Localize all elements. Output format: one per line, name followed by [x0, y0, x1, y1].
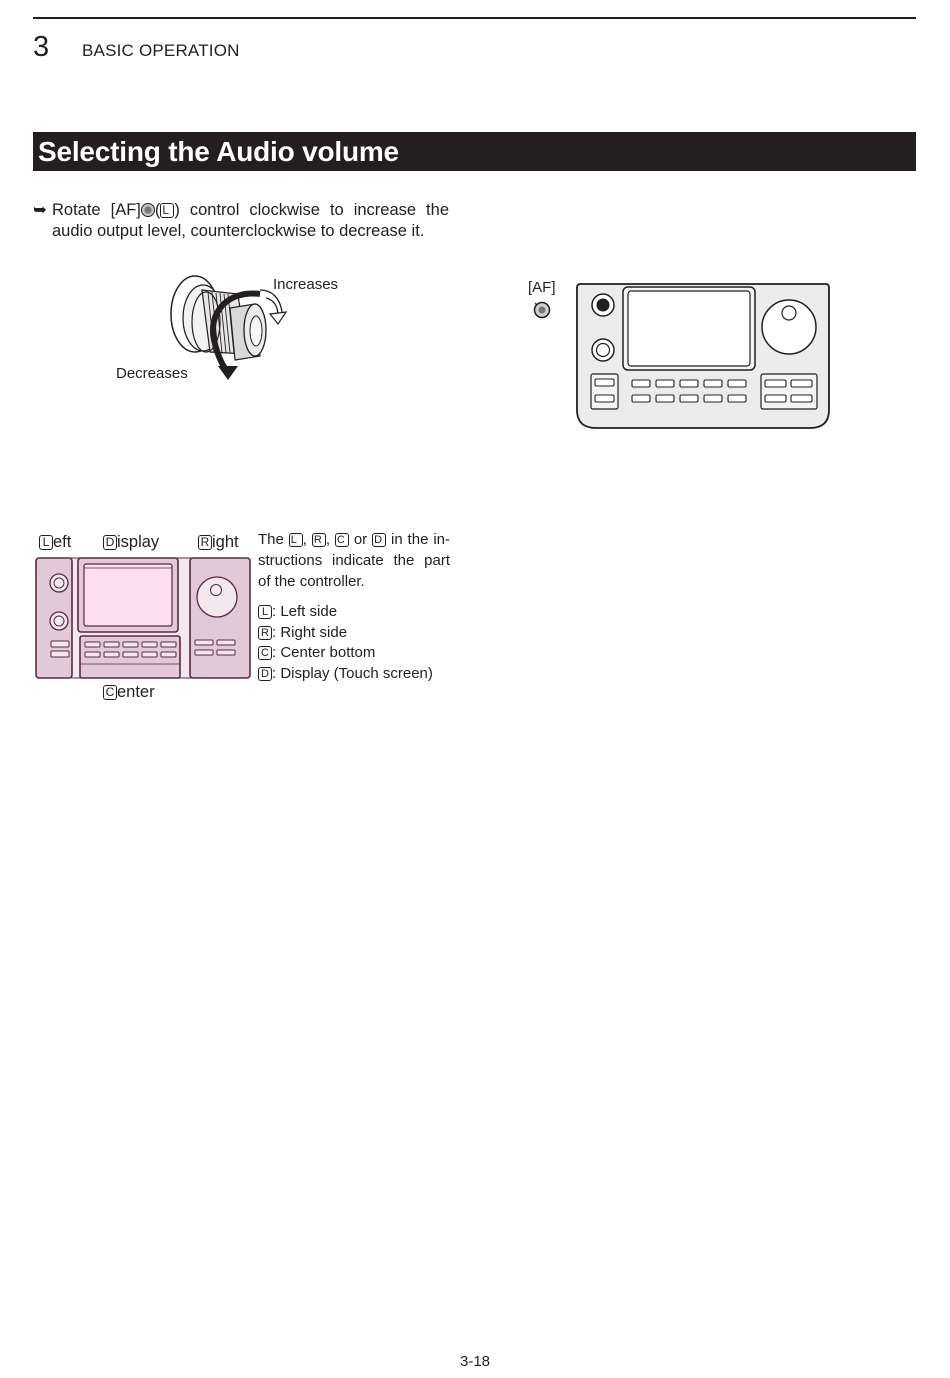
section-title: Selecting the Audio volume: [33, 132, 916, 171]
part-key-left: L: [39, 535, 53, 550]
legend-key: L: [258, 605, 272, 619]
bullet-arrow-icon: ➥: [33, 201, 47, 219]
knob-rotation-illustration: Increases Decreases: [116, 275, 338, 382]
part-key-display: D: [103, 535, 117, 550]
page-number: 3-18: [459, 1353, 491, 1370]
legend-item: R: Right side: [258, 623, 433, 644]
parts-note: The L, R, C or D in the in- structions i…: [258, 529, 450, 592]
note-line-1: The L, R, C or D in the in-: [258, 531, 450, 548]
note-key-c: C: [334, 533, 349, 547]
legend-item: D: Display (Touch screen): [258, 664, 433, 685]
af-knob-icon: [533, 301, 551, 319]
note-line-2: structions indicate the part: [258, 552, 450, 569]
top-rule: [33, 17, 916, 19]
key-letter-box: L: [160, 203, 175, 218]
instruction-line-2: audio output level, counterclockwise to …: [52, 222, 425, 240]
note-the: The: [258, 531, 284, 548]
chapter-title: BASIC OPERATION: [82, 41, 240, 60]
parts-legend: L: Left side R: Right side C: Center bot…: [258, 602, 433, 684]
legend-text: : Display (Touch screen): [272, 664, 433, 682]
radio-front-panel-illustration: [576, 283, 830, 429]
controller-parts-illustration: [35, 557, 251, 679]
part-text-center: enter: [117, 683, 155, 701]
instruction-pre: Rotate [AF]: [52, 201, 141, 219]
note-key-l: L: [288, 533, 303, 547]
decreases-label: Decreases: [116, 365, 188, 382]
part-text-display: isplay: [117, 533, 160, 551]
legend-key: D: [258, 666, 272, 681]
part-text-right: ight: [212, 533, 239, 551]
legend-key: R: [258, 625, 272, 640]
legend-text: : Center bottom: [272, 644, 376, 661]
chapter-number: 3: [33, 31, 50, 63]
legend-item: C: Center bottom: [258, 643, 433, 664]
legend-text: : Left side: [272, 603, 338, 620]
instruction-post: ) control clockwise to increase the: [174, 201, 449, 219]
legend-item: L: Left side: [258, 602, 433, 623]
note-tail: in the in-: [390, 531, 450, 548]
note-key-r: R: [311, 533, 326, 547]
knob-icon: [140, 203, 155, 217]
af-label: [AF]: [528, 279, 556, 296]
legend-key: C: [258, 646, 272, 660]
legend-text: : Right side: [272, 623, 348, 641]
part-key-right: R: [198, 535, 212, 550]
part-text-left: eft: [53, 533, 72, 551]
note-line-3: of the controller.: [258, 573, 365, 590]
note-or: or: [353, 531, 368, 548]
note-key-d: D: [372, 533, 387, 547]
part-key-center: C: [103, 685, 117, 700]
increases-label: Increases: [273, 276, 338, 293]
instruction-line-1: Rotate [AF](L) control clockwise to incr…: [52, 201, 449, 219]
